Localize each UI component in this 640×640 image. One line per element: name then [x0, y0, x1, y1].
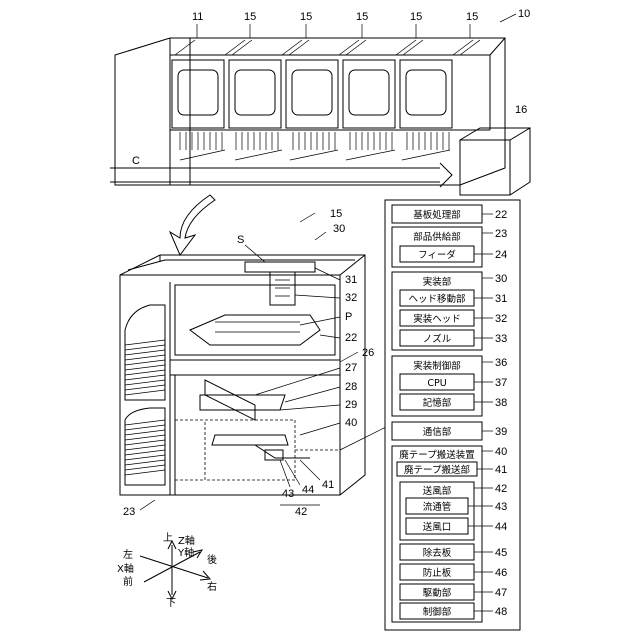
block-head-ref: 32: [495, 313, 507, 325]
ref-26: 26: [362, 347, 374, 359]
ref-15b: 15: [300, 11, 312, 23]
block-waste-ref: 40: [495, 446, 507, 458]
block-removal-label: 除去板: [423, 547, 452, 559]
block-blower-title: 送風部: [423, 485, 452, 497]
block-feeder-label: フィーダ: [418, 249, 456, 261]
ref-15-unit: 15: [330, 208, 342, 220]
ref-30: 30: [333, 223, 345, 235]
block-storage-label: 記憶部: [423, 397, 452, 409]
block-mount-ref: 30: [495, 273, 507, 285]
axis-left: 左: [123, 548, 133, 561]
block-prevent-ref: 46: [495, 567, 507, 579]
block-nozzle-ref: 33: [495, 333, 507, 345]
ref-44: 44: [302, 484, 314, 496]
block-head-mover-label: ヘッド移動部: [408, 293, 465, 305]
block-cpu-label: CPU: [427, 378, 446, 389]
block-control-ref: 36: [495, 357, 507, 369]
block-ctrl-label: 制御部: [423, 606, 452, 618]
block-removal-ref: 45: [495, 547, 507, 559]
axis-up: 上: [163, 532, 173, 544]
ref-10: 10: [518, 8, 530, 20]
axis-right: 右: [207, 580, 217, 593]
block-ctrl-ref: 48: [495, 606, 507, 618]
ref-32: 32: [345, 292, 357, 304]
block-outlet-label: 送風口: [423, 521, 452, 533]
block-drive-ref: 47: [495, 587, 507, 599]
axis-y: Y軸: [177, 546, 194, 559]
block-supply-ref: 23: [495, 228, 507, 240]
block-outlet-ref: 44: [495, 521, 507, 533]
block-head-label: 実装ヘッド: [413, 313, 461, 325]
unit-cabinets: [172, 60, 452, 128]
axis-z: Z軸: [178, 534, 195, 547]
zoom-arrow: [170, 195, 215, 255]
side-box: [460, 128, 530, 195]
block-mount-title: 実装部: [423, 276, 452, 288]
ref-15a: 15: [244, 11, 256, 23]
axis-indicator: [140, 541, 210, 599]
feeder-stack: [125, 305, 165, 485]
production-line: [110, 38, 530, 195]
block-prevent-label: 防止板: [423, 567, 452, 579]
ref-23: 23: [123, 506, 135, 518]
ref-29: 29: [345, 399, 357, 411]
block-diagram: 基板処理部 22 部品供給部 23 フィーダ 24 実装部 30 ヘッド移動部 …: [385, 200, 520, 630]
block-control-title: 実装制御部: [413, 360, 461, 372]
ref-22: 22: [345, 332, 357, 344]
axis-front: 前: [123, 575, 133, 588]
ref-15e: 15: [466, 11, 478, 23]
block-drive-label: 駆動部: [423, 587, 452, 599]
vent-stripes: [180, 132, 449, 150]
block-board-ref: 22: [495, 209, 507, 221]
block-comm-label: 通信部: [423, 426, 452, 438]
ref-16: 16: [515, 104, 527, 116]
block-pipe-label: 流通管: [423, 501, 452, 513]
ref-S: S: [237, 234, 244, 246]
axis-down: 下: [166, 598, 176, 609]
block-waste-sub-label: 廃テープ搬送部: [404, 464, 470, 476]
ref-P: P: [345, 311, 352, 323]
ref-C: C: [132, 155, 140, 167]
ref-41: 41: [322, 479, 334, 491]
ref-31: 31: [345, 274, 357, 286]
ref-42: 42: [295, 506, 307, 518]
ref-27: 27: [345, 362, 357, 374]
block-supply-title: 部品供給部: [413, 231, 461, 243]
block-blower-ref: 42: [495, 483, 507, 495]
ref-28: 28: [345, 381, 357, 393]
ref-11: 11: [192, 11, 203, 23]
block-waste-sub-ref: 41: [495, 464, 507, 476]
ref-15d: 15: [410, 11, 422, 23]
block-board-label: 基板処理部: [413, 209, 461, 221]
ref-40: 40: [345, 417, 357, 429]
block-storage-ref: 38: [495, 397, 507, 409]
axis-back: 後: [207, 553, 217, 566]
axis-x: X軸: [117, 562, 134, 575]
ref-43: 43: [282, 488, 294, 500]
block-pipe-ref: 43: [495, 501, 507, 513]
mounting-machine: [120, 255, 365, 495]
block-feeder-ref: 24: [495, 249, 507, 261]
block-head-mover-ref: 31: [495, 293, 507, 305]
block-cpu-ref: 37: [495, 377, 507, 389]
block-waste-title: 廃テープ搬送装置: [399, 449, 474, 461]
ref-15c: 15: [356, 11, 368, 23]
block-comm-ref: 39: [495, 426, 507, 438]
block-nozzle-label: ノズル: [423, 333, 452, 345]
